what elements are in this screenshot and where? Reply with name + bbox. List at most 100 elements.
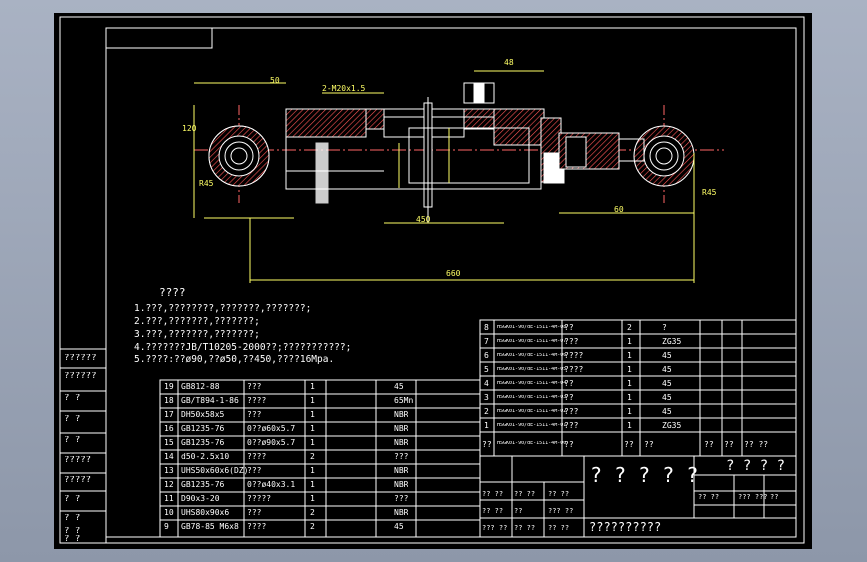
parts-left-cell: 65Mn [394, 397, 414, 405]
parts-left-cell: ????? [247, 495, 272, 503]
parts-right-qty: 1 [627, 352, 632, 360]
title-block-cell: ??? ?? [482, 525, 508, 532]
note-2: 2.???,???????,???????; [134, 316, 260, 327]
parts-left-cell: 18 [164, 397, 174, 405]
notes-title: ???? [159, 286, 186, 299]
parts-left-cell: ???? [247, 453, 267, 461]
dim-left-pitch: 50 [270, 76, 280, 85]
dim-top: 48 [504, 58, 514, 67]
parts-right-code: HSGK01-90/dE-1511-4M-05 [497, 367, 567, 372]
parts-left-cell: 11 [164, 495, 174, 503]
parts-right-mat: ? [662, 324, 667, 332]
parts-right-no: 8 [484, 324, 489, 332]
note-4: 4.???????JB/T10205-2000??;???????????; [134, 342, 352, 353]
parts-left-cell: 45 [394, 383, 404, 391]
parts-left-cell: GB1235-76 [181, 481, 225, 489]
dim-thread: 2-M20x1.5 [322, 84, 366, 93]
title-block-cell: ?? ?? [514, 525, 536, 532]
parts-right-code: HSGK01-90/dE-1511-4M-04 [497, 381, 567, 386]
parts-right-qty: 1 [627, 394, 632, 402]
parts-right-header-cell: ?? [624, 441, 634, 449]
note-1: 1.???,????????,???????,???????; [134, 303, 312, 314]
parts-left-cell: 0??ø90x5.7 [247, 439, 296, 447]
parts-right-code: HSGK01-90/dE-1511-4M-01 [497, 423, 567, 428]
parts-right-mat: ZG35 [662, 338, 682, 346]
parts-right-name: ?? [564, 380, 574, 388]
drawing-sheet: 660 50 450 2-M20x1.5 60 48 R45 R45 120 ?… [54, 13, 812, 549]
parts-right-qty: 2 [627, 324, 632, 332]
parts-left-cell: UHS80x90x6 [181, 509, 230, 517]
cad-drawing [59, 16, 805, 544]
parts-right-qty: 1 [627, 338, 632, 346]
parts-left-cell: 45 [394, 523, 404, 531]
parts-left-cell: 0??ø60x5.7 [247, 425, 296, 433]
title-block-cell: ?? ?? [514, 491, 536, 498]
parts-left-cell: d50-2.5x10 [181, 453, 230, 461]
parts-right-qty: 1 [627, 408, 632, 416]
parts-right-name: ???? [564, 366, 584, 374]
parts-left-cell: 15 [164, 439, 174, 447]
parts-left-cell: 1 [310, 411, 315, 419]
left-eye [208, 125, 270, 187]
parts-left-cell: ???? [247, 523, 267, 531]
parts-left-cell: 19 [164, 383, 174, 391]
parts-right-mat: 45 [662, 394, 672, 402]
parts-right-header-cell: ?? [644, 441, 654, 449]
parts-left-cell: NBR [394, 481, 409, 489]
parts-left-cell: 12 [164, 481, 174, 489]
parts-left-cell: GB812-88 [181, 383, 220, 391]
title-block-cell: ?? ?? [482, 491, 504, 498]
parts-left-cell: 1 [310, 467, 315, 475]
parts-left-cell: 0??ø40x3.1 [247, 481, 296, 489]
side-label: ????? [64, 456, 92, 465]
parts-left-cell: 9 [164, 523, 169, 531]
parts-left-cell: ??? [247, 467, 262, 475]
parts-left-cell: 1 [310, 481, 315, 489]
tables [60, 319, 797, 538]
title-block-cell: ?? ?? [698, 494, 720, 501]
corner-box [105, 27, 213, 49]
parts-right-name: ??? [564, 408, 579, 416]
parts-right-qty: 1 [627, 422, 632, 430]
note-5: 5.????:??ø90,??ø50,??450,????16Mpa. [134, 354, 335, 365]
parts-right-name: ?? [564, 324, 574, 332]
parts-right-header-cell: ?? [564, 441, 574, 449]
parts-right-no: 5 [484, 366, 489, 374]
side-label: ? ? [64, 495, 81, 504]
parts-right-name: ??? [564, 422, 579, 430]
outer-frame [59, 16, 805, 544]
title-big-right: ? ? ? ? [726, 458, 786, 474]
dim-overall: 660 [446, 269, 461, 278]
parts-right-code: HSGK01-90/dE-1511-4M-07 [497, 339, 567, 344]
parts-left-cell: 10 [164, 509, 174, 517]
parts-right-mat: 45 [662, 380, 672, 388]
parts-left-cell: 2 [310, 453, 315, 461]
dim-rod-length: 450 [416, 215, 431, 224]
parts-right-header-cell: ?? ?? [744, 441, 769, 449]
parts-right-mat: ZG35 [662, 422, 682, 430]
parts-right-no: 1 [484, 422, 489, 430]
parts-left-cell: 16 [164, 425, 174, 433]
parts-right-header-cell: ?? [724, 441, 734, 449]
title-block-cell: ?? ?? [482, 508, 504, 515]
piston-rod [558, 132, 645, 170]
side-label: ? ? [64, 415, 81, 424]
title-block-cell: ??? ??? [738, 494, 768, 501]
side-strip [59, 348, 107, 544]
cylinder-body [285, 82, 565, 223]
parts-right-no: 3 [484, 394, 489, 402]
parts-left-cell: ??? [247, 383, 262, 391]
parts-right-mat: 45 [662, 352, 672, 360]
parts-right-no: 7 [484, 338, 489, 346]
parts-right-header-cell: HSGK01-90/dE-1511-4M-00 [497, 441, 567, 446]
parts-right-header-cell: ?? [482, 441, 492, 449]
parts-right-header-cell: ?? [704, 441, 714, 449]
side-label: ? ? [64, 535, 81, 544]
note-3: 3.???,???????,???????; [134, 329, 260, 340]
parts-left-cell: ??? [394, 495, 409, 503]
parts-right-no: 6 [484, 352, 489, 360]
parts-right-name: ???? [564, 352, 584, 360]
parts-left-cell: DH50x58x5 [181, 411, 225, 419]
parts-left-cell: 1 [310, 495, 315, 503]
side-label: ? ? [64, 436, 81, 445]
